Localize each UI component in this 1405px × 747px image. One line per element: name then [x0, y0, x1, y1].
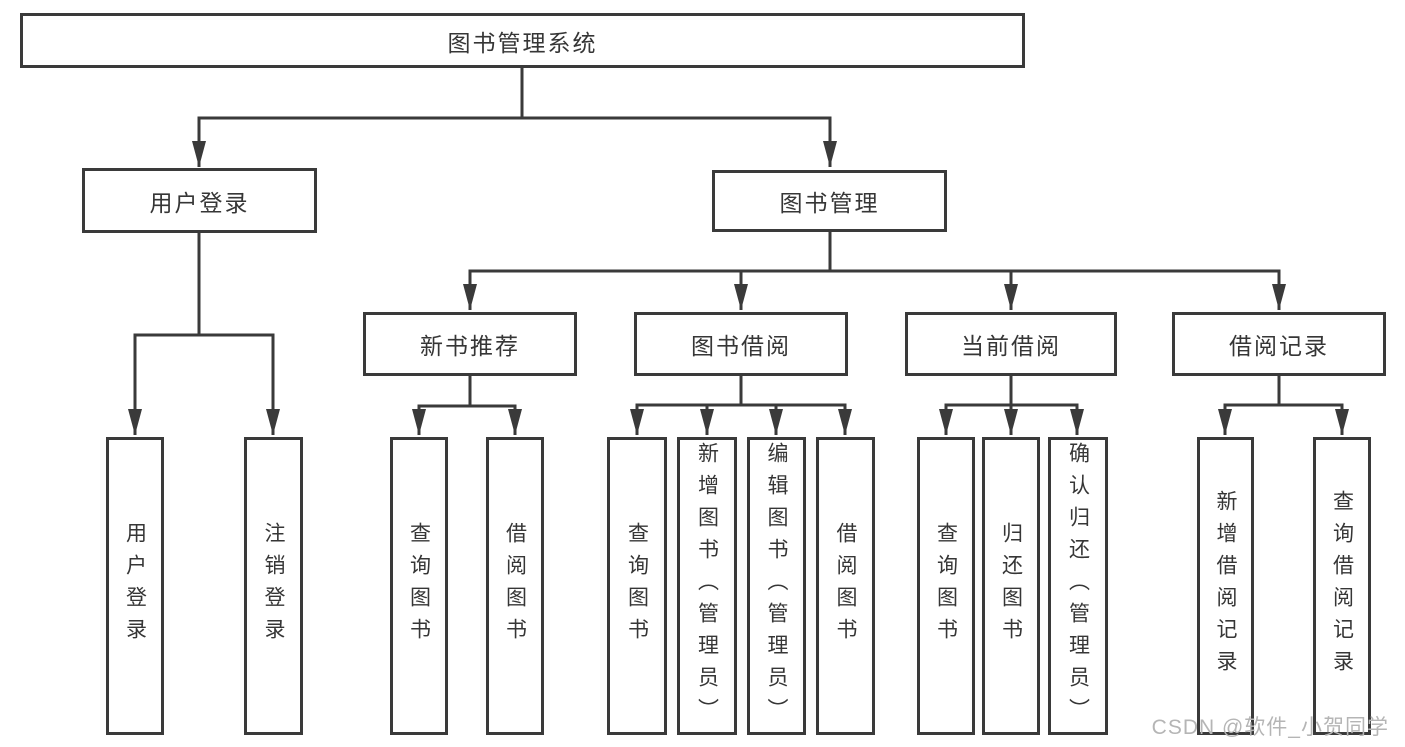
node-current-borrowing-label: 当前借阅 — [961, 333, 1061, 359]
leaf-cb-return-books: 归还图书 — [982, 437, 1040, 735]
leaf-bb-borrow-books-label: 借阅图书 — [834, 522, 857, 650]
trunk-book-borrowing — [635, 374, 847, 407]
leaf-cb-return-books-label: 归还图书 — [999, 522, 1023, 650]
node-new-book-recommend-label: 新书推荐 — [420, 333, 520, 359]
trunk-current-borrowing — [944, 374, 1079, 407]
leaf-nbr-borrow-books: 借阅图书 — [486, 437, 544, 735]
leaf-br-add-record-label: 新增借阅记录 — [1214, 490, 1237, 682]
trunk-borrowing-records — [1223, 374, 1344, 407]
leaf-bb-edit-book-admin: 编辑图书（管理员） — [747, 437, 806, 735]
node-root-label: 图书管理系统 — [447, 29, 598, 56]
node-book-management-label: 图书管理 — [779, 190, 880, 216]
node-user-login: 用户登录 — [82, 168, 317, 233]
node-book-borrowing-label: 图书借阅 — [691, 333, 791, 359]
node-root: 图书管理系统 — [20, 13, 1025, 68]
leaf-bb-add-book-admin-label: 新增图书（管理员） — [695, 442, 719, 730]
trunk-book-management — [468, 230, 1281, 273]
leaf-nbr-query-books: 查询图书 — [390, 437, 448, 735]
leaf-cb-confirm-return-admin-label: 确认归还（管理员） — [1066, 442, 1090, 730]
trunk-user-login — [133, 231, 275, 337]
leaf-user-login-label: 用户登录 — [123, 522, 147, 650]
leaf-bb-add-book-admin: 新增图书（管理员） — [677, 437, 737, 735]
node-book-management: 图书管理 — [712, 170, 947, 232]
leaf-logout-label: 注销登录 — [262, 522, 285, 650]
leaf-nbr-borrow-books-label: 借阅图书 — [503, 522, 527, 650]
node-current-borrowing: 当前借阅 — [905, 312, 1117, 376]
leaf-cb-query-books-label: 查询图书 — [934, 522, 958, 650]
watermark: CSDN @软件_小贺同学 — [1151, 716, 1389, 739]
leaf-nbr-query-books-label: 查询图书 — [407, 522, 431, 650]
leaf-bb-query-books-label: 查询图书 — [625, 522, 649, 650]
leaf-bb-edit-book-admin-label: 编辑图书（管理员） — [765, 442, 788, 730]
leaf-cb-query-books: 查询图书 — [917, 437, 975, 735]
leaf-logout: 注销登录 — [244, 437, 303, 735]
node-user-login-label: 用户登录 — [149, 189, 250, 216]
leaf-bb-query-books: 查询图书 — [607, 437, 667, 735]
node-new-book-recommend: 新书推荐 — [363, 312, 577, 376]
trunk-root — [197, 66, 832, 120]
leaf-br-query-record-label: 查询借阅记录 — [1330, 490, 1354, 682]
node-book-borrowing: 图书借阅 — [634, 312, 848, 376]
leaf-br-query-record: 查询借阅记录 — [1313, 437, 1371, 735]
leaf-br-add-record: 新增借阅记录 — [1197, 437, 1254, 735]
trunk-new-book-recommend — [417, 374, 517, 408]
leaf-user-login: 用户登录 — [106, 437, 164, 735]
leaf-cb-confirm-return-admin: 确认归还（管理员） — [1048, 437, 1108, 735]
node-borrowing-records-label: 借阅记录 — [1229, 333, 1329, 359]
node-borrowing-records: 借阅记录 — [1172, 312, 1386, 376]
leaf-bb-borrow-books: 借阅图书 — [816, 437, 875, 735]
